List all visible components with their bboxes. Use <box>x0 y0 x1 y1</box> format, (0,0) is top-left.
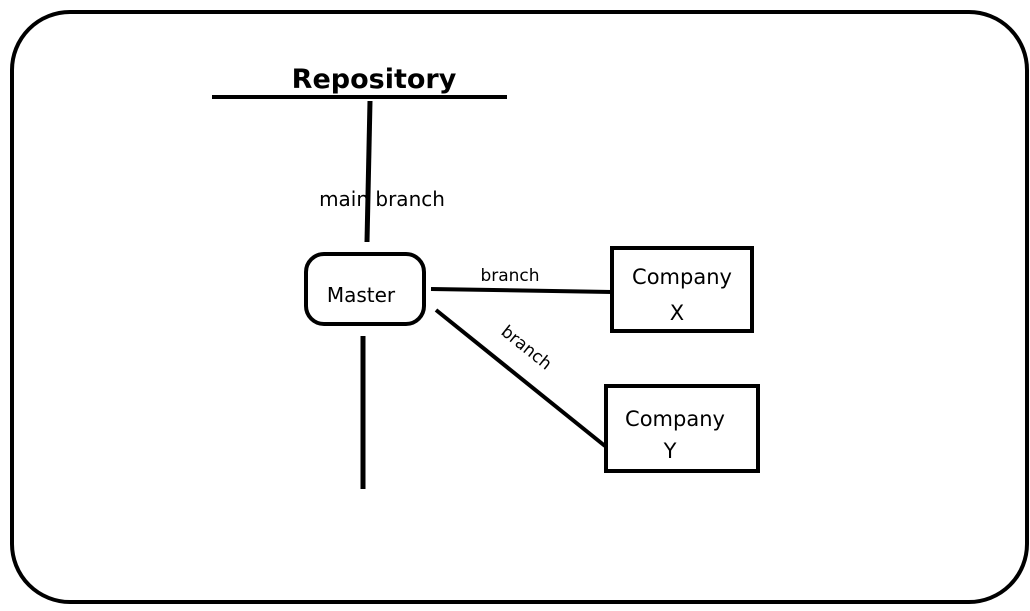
branch-to-company-x <box>430 287 613 294</box>
repository-title: Repository <box>292 64 457 95</box>
main-branch-label: main branch <box>319 187 445 211</box>
branch-to-company-y <box>434 308 607 448</box>
company-y-label-line1: Company <box>625 407 725 431</box>
company-y-label-line2: Y <box>663 439 677 463</box>
main-branch-line <box>364 100 373 243</box>
company-x-label-line1: Company <box>632 265 732 289</box>
master-label: Master <box>327 283 396 307</box>
company-x-node <box>610 246 754 333</box>
master-node <box>304 252 426 326</box>
company-x-label-line2: X <box>670 301 684 325</box>
company-y-node <box>604 384 760 473</box>
diagram-frame <box>10 10 1029 604</box>
branch-x-label: branch <box>480 266 539 286</box>
